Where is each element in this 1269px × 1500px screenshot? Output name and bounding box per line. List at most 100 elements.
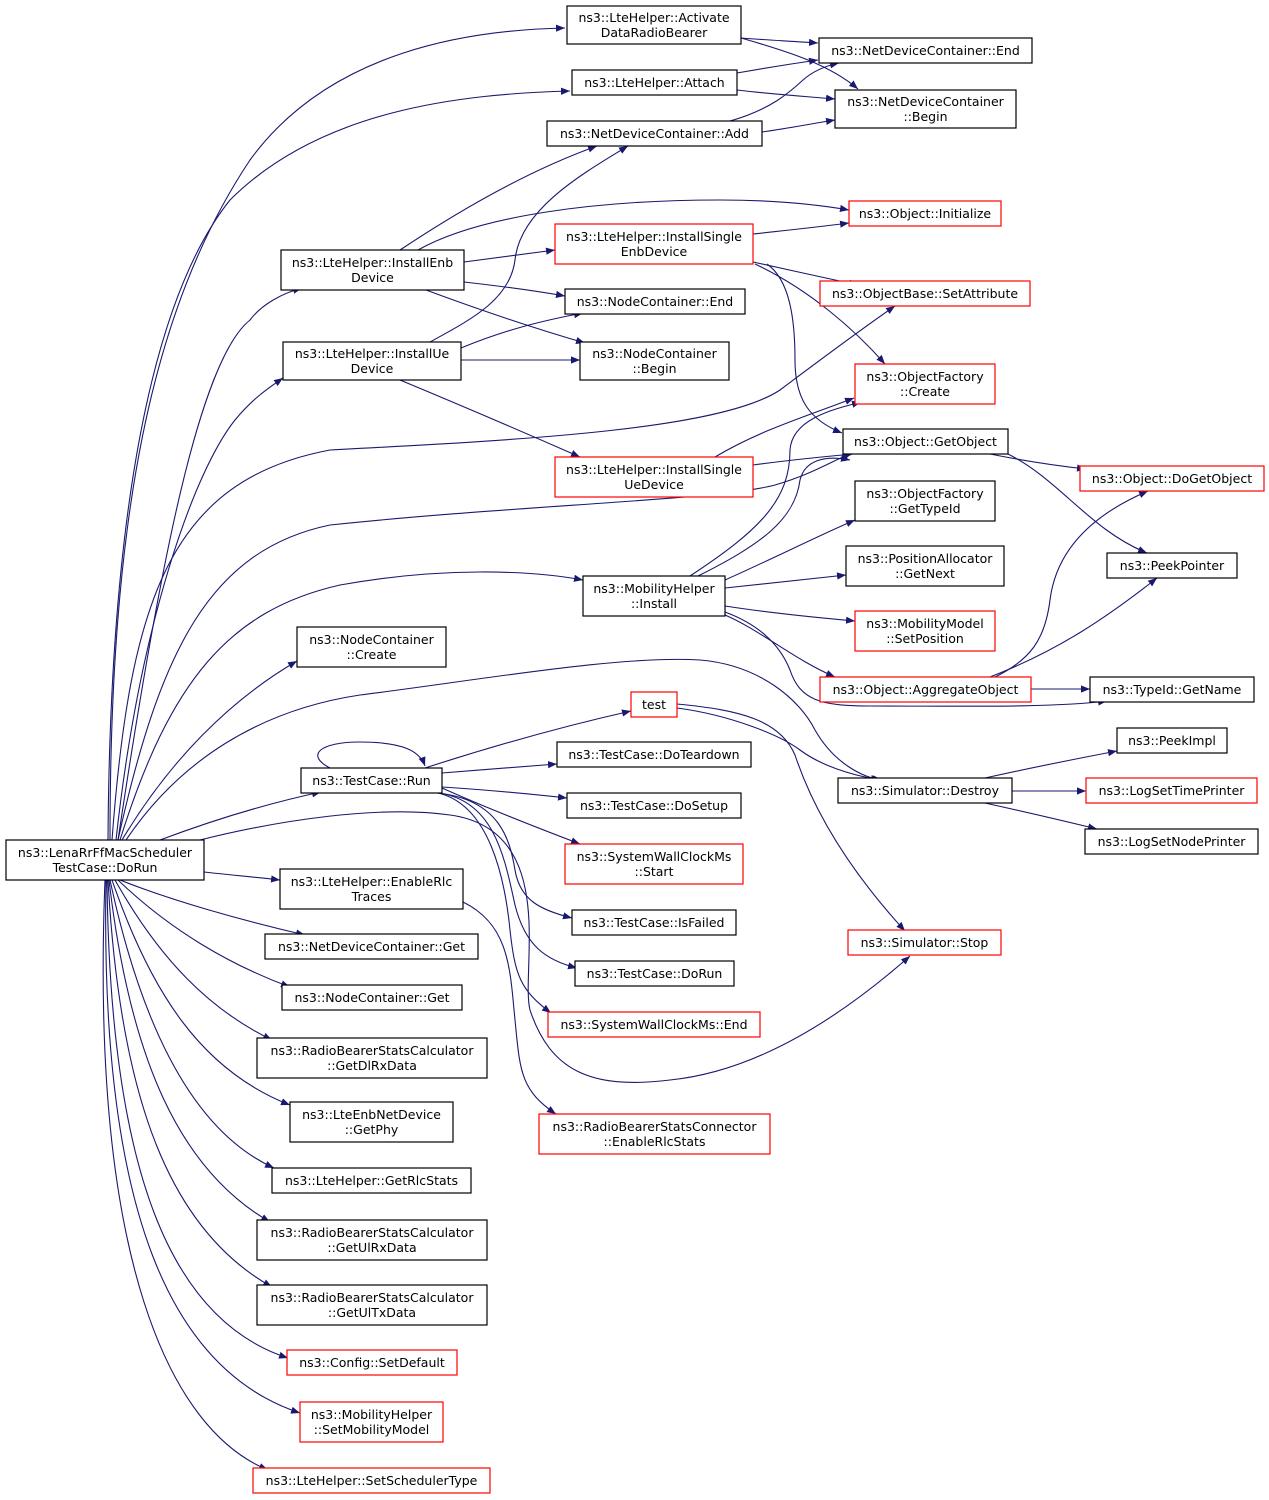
node-mobhelper-setmodel[interactable]: ns3::MobilityHelper::SetMobilityModel [299,1401,444,1443]
edge-tc_run-to-swc_start [441,787,581,845]
node-typeid-getname[interactable]: ns3::TypeId::GetName [1089,676,1255,703]
edge-lte_install_ue-to-lte_single_ue [399,379,581,458]
edge-mobhelper_install-to-obj_aggregate [724,614,836,678]
node-posalloc-getnext[interactable]: ns3::PositionAllocator::GetNext [845,545,1005,587]
node-nc-get[interactable]: ns3::NodeContainer::Get [281,984,463,1011]
node-obj-init[interactable]: ns3::Object::Initialize [848,200,1002,227]
node-obj-getobject[interactable]: ns3::Object::GetObject [842,428,1009,455]
node-rbsc-getulrx[interactable]: ns3::RadioBearerStatsCalculator::GetUlRx… [256,1219,488,1261]
edge-line [109,879,275,1169]
node-sim-stop[interactable]: ns3::Simulator::Stop [847,929,1002,956]
node-box [282,341,462,381]
node-nc-end[interactable]: ns3::NodeContainer::End [564,288,746,315]
node-ndc-end[interactable]: ns3::NetDeviceContainer::End [818,37,1033,64]
node-lte-attach[interactable]: ns3::LteHelper::Attach [571,69,738,96]
edge-lte_attach-to-ndc_end [736,57,819,74]
node-ndc-get[interactable]: ns3::NetDeviceContainer::Get [264,933,479,960]
edge-line [441,787,581,845]
edge-line [199,811,911,1083]
edge-line [109,24,566,841]
node-swc-start[interactable]: ns3::SystemWallClockMs::Start [564,843,744,885]
edge-line [111,879,291,1106]
edge-line [107,879,273,1288]
node-box [854,480,996,522]
edge-ndc_add-to-ndc_end [729,61,840,122]
node-rbsconn-enable[interactable]: ns3::RadioBearerStatsConnector::EnableRl… [538,1113,771,1155]
node-box [5,839,205,881]
node-ndc-add[interactable]: ns3::NetDeviceContainer::Add [546,120,763,147]
node-mobmodel-setpos[interactable]: ns3::MobilityModel::SetPosition [854,610,996,652]
node-box [574,960,735,987]
node-label-line: ns3::NodeContainer [592,346,717,361]
node-tc-dorun[interactable]: ns3::TestCase::DoRun [574,960,735,987]
node-test[interactable]: test [630,691,678,718]
edge-line [761,117,836,133]
node-box [256,1219,488,1261]
edge-mobhelper_install-to-obj_getobject [697,454,851,577]
node-tc-run[interactable]: ns3::TestCase::Run [300,767,443,794]
node-box [280,249,465,291]
node-nc-create[interactable]: ns3::NodeContainer::Create [296,626,447,668]
node-rbsc-getdlrx[interactable]: ns3::RadioBearerStatsCalculator::GetDlRx… [256,1037,488,1079]
edge-lte_install_enb-to-nc_end [463,281,566,299]
node-swc-end[interactable]: ns3::SystemWallClockMs::End [547,1011,761,1038]
node-label-line: ns3::NetDeviceContainer::Get [278,939,465,954]
node-label-line: ::GetUlRxData [327,1240,416,1255]
edge-line [1007,453,1148,554]
edge-line [752,220,850,235]
node-label-line: Traces [351,889,392,904]
node-lte-setsched[interactable]: ns3::LteHelper::SetSchedulerType [252,1467,491,1494]
node-mobhelper-install[interactable]: ns3::MobilityHelper::Install [582,575,726,617]
node-box [579,341,730,381]
edge-obj_getobject-to-peekpointer [1007,453,1148,554]
edge-line [429,145,629,343]
node-ndc-begin[interactable]: ns3::NetDeviceContainer::Begin [834,89,1017,129]
node-label-line: ns3::ObjectBase::SetAttribute [832,286,1018,301]
edge-line [417,199,850,251]
node-obj-aggregate[interactable]: ns3::Object::AggregateObject [819,676,1032,703]
node-nc-begin[interactable]: ns3::NodeContainer::Begin [579,341,730,381]
node-config-setdefault[interactable]: ns3::Config::SetDefault [286,1349,458,1376]
node-sim-destroy[interactable]: ns3::Simulator::Destroy [837,777,1013,804]
node-of-create[interactable]: ns3::ObjectFactory::Create [854,363,996,405]
node-box [819,280,1031,307]
edge-tc_run-to-test [424,709,632,769]
node-label-line: ns3::TestCase::DoRun [587,966,723,981]
node-logsetnode[interactable]: ns3::LogSetNodePrinter [1084,828,1259,855]
node-tc-doteardown[interactable]: ns3::TestCase::DoTeardown [556,741,752,768]
edge-lte_activate-to-ndc_begin [740,37,859,90]
node-peekpointer[interactable]: ns3::PeekPointer [1106,552,1238,579]
node-of-gettypeid[interactable]: ns3::ObjectFactory::GetTypeId [854,480,996,522]
node-peekimpl[interactable]: ns3::PeekImpl [1116,727,1228,754]
edge-line [437,792,552,1014]
node-logsettime[interactable]: ns3::LogSetTimePrinter [1085,777,1258,804]
node-label-line: ns3::PeekImpl [1128,733,1216,748]
node-box [546,120,763,147]
node-rbsc-getultx[interactable]: ns3::RadioBearerStatsCalculator::GetUlTx… [256,1284,488,1326]
node-lteenb-getphy[interactable]: ns3::LteEnbNetDevice::GetPhy [289,1101,454,1143]
edge-lte_single_enb-to-obj_getobject [766,263,843,434]
node-objbase-setattr[interactable]: ns3::ObjectBase::SetAttribute [819,280,1031,307]
node-label-line: ns3::TestCase::DoTeardown [568,747,739,762]
node-obj-dogetobject[interactable]: ns3::Object::DoGetObject [1079,465,1265,492]
node-box [571,909,737,936]
node-tc-isfailed[interactable]: ns3::TestCase::IsFailed [571,909,737,936]
node-tc-dosetup[interactable]: ns3::TestCase::DoSetup [566,792,742,819]
node-label-line: ns3::RadioBearerStatsCalculator [271,1043,475,1058]
edge-line [203,871,281,883]
edge-line [740,37,859,90]
node-lte-getrlcstats[interactable]: ns3::LteHelper::GetRlcStats [271,1167,472,1194]
edge-lte_install_enb-to-obj_init [417,199,850,251]
edge-line [111,305,896,841]
edge-lte_enable_rlc-to-rbsconn_enable [462,901,557,1115]
node-box [854,363,996,405]
edge-lte_activate-to-ndc_end [740,37,819,46]
node-label-line: ns3::Object::Initialize [859,206,992,221]
